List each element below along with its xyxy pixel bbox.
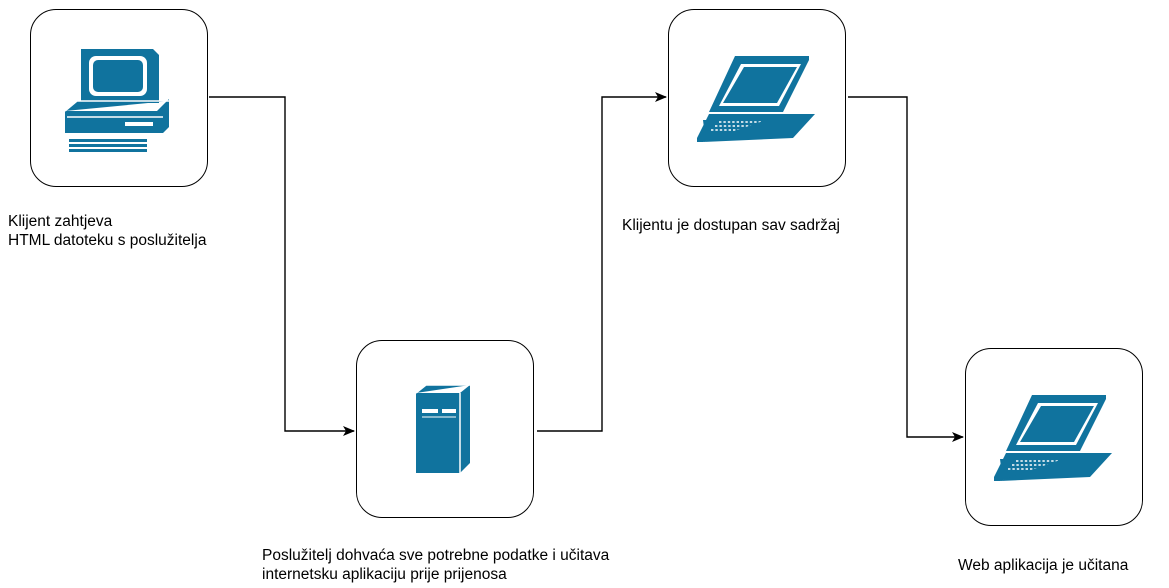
caption-line: HTML datoteku s poslužitelja	[8, 232, 207, 249]
caption-line: internetsku aplikaciju prije prijenosa	[262, 566, 507, 583]
caption-line: Klijentu je dostupan sav sadržaj	[622, 217, 840, 234]
caption-web-app-laptop: Web aplikacija je učitana	[958, 556, 1128, 575]
node-client-laptop	[668, 9, 846, 187]
laptop-icon	[697, 56, 815, 142]
caption-client-laptop: Klijentu je dostupan sav sadržaj	[622, 216, 840, 235]
edge-server-to-laptop	[537, 92, 667, 432]
caption-client-desktop: Klijent zahtjeva HTML datoteku s posluži…	[8, 212, 206, 250]
edge-client-to-server	[209, 96, 355, 436]
laptop-icon	[994, 395, 1112, 481]
caption-line: Poslužitelj dohvaća sve potrebne podatke…	[262, 547, 610, 564]
node-client-desktop	[30, 9, 208, 187]
caption-server: Poslužitelj dohvaća sve potrebne podatke…	[262, 546, 609, 584]
server-tower-icon	[415, 384, 470, 473]
edge-laptop-to-webapp	[848, 96, 964, 442]
caption-line: Web aplikacija je učitana	[958, 557, 1129, 574]
caption-line: Klijent zahtjeva	[8, 213, 113, 230]
desktop-computer-icon	[64, 49, 169, 152]
node-web-app-laptop	[965, 348, 1143, 526]
node-server	[356, 340, 534, 518]
